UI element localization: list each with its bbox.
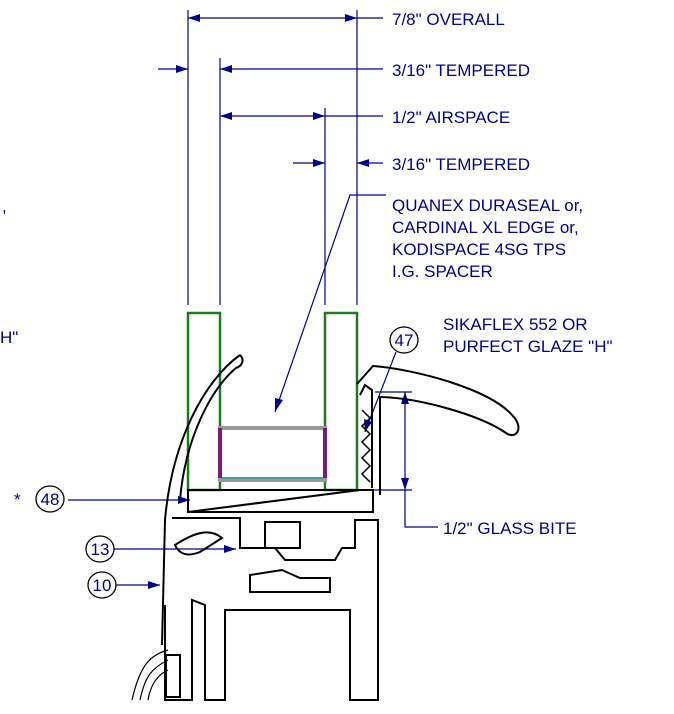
overall-dimension-label: 7/8" OVERALL	[392, 10, 505, 29]
outer-tempered-label: 3/16" TEMPERED	[392, 61, 530, 80]
annotation-labels: 7/8" OVERALL 3/16" TEMPERED 1/2" AIRSPAC…	[0, 10, 613, 538]
callout-10: 10	[87, 571, 117, 599]
dimension-lines	[68, 10, 438, 589]
callout-bubbles: 47 48 13 10	[35, 326, 419, 599]
inner-tempered-label: 3/16" TEMPERED	[392, 155, 530, 174]
asterisk-mark: *	[14, 490, 21, 509]
spacer-label-line-1: QUANEX DURASEAL or,	[392, 196, 583, 215]
spacer-label-line-4: I.G. SPACER	[392, 262, 493, 281]
airspace-label: 1/2" AIRSPACE	[392, 108, 510, 127]
svg-text:13: 13	[91, 540, 110, 559]
svg-text:10: 10	[93, 576, 112, 595]
glass-panes	[186, 311, 359, 492]
glass-bite-label: 1/2" GLASS BITE	[443, 519, 577, 538]
callout-47: 47	[389, 326, 419, 354]
cut-off-text-fragment-2: H"	[0, 328, 18, 347]
frame-profile	[131, 354, 520, 701]
svg-text:47: 47	[395, 331, 414, 350]
spacer-label-line-2: CARDINAL XL EDGE or,	[392, 218, 579, 237]
sealant-label-line-2: PURFECT GLAZE "H"	[443, 337, 613, 356]
spacer-label-line-3: KODISPACE 4SG TPS	[392, 240, 566, 259]
outer-glass-pane	[186, 311, 222, 492]
sealant-label-line-1: SIKAFLEX 552 OR	[443, 315, 588, 334]
callout-13: 13	[85, 535, 115, 563]
cut-off-text-fragment-1: ,	[2, 197, 7, 216]
ig-spacer	[218, 426, 327, 482]
inner-glass-pane	[323, 311, 359, 492]
svg-text:48: 48	[41, 490, 60, 509]
callout-48: 48	[35, 485, 65, 513]
